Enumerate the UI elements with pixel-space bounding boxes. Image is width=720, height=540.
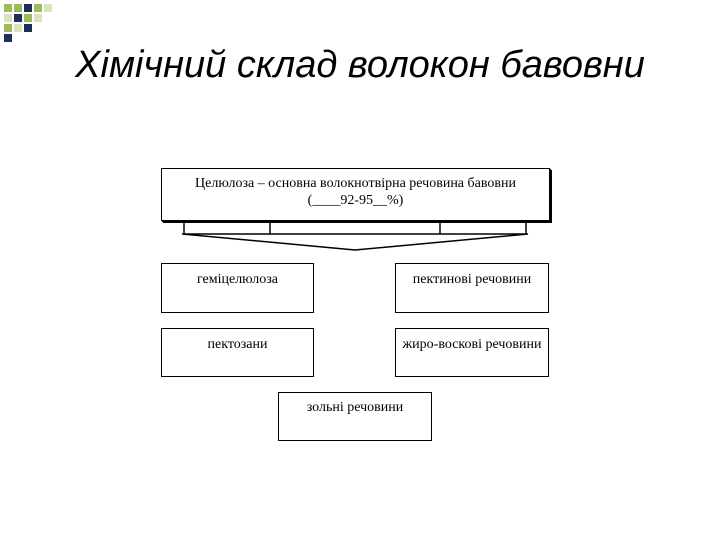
cellulose-label: Целюлоза – основна волокнотвірна речовин… [195,176,516,191]
slide-title: Хімічний склад волокон бавовни [75,44,645,86]
wax-box: жиро-воскові речовини [395,328,549,377]
corner-decoration [4,4,52,42]
decor-square [44,4,52,12]
pectin-box: пектинові речовини [395,263,549,313]
branch-arrow-shape [181,233,529,251]
hemicellulose-box: геміцелюлоза [161,263,314,313]
branch-arrow [181,221,529,251]
decor-square [14,24,22,32]
decor-square [4,34,12,42]
decor-square [4,24,12,32]
decor-square [4,4,12,12]
decor-square [4,14,12,22]
decor-square [34,14,42,22]
decor-square [24,24,32,32]
decor-square [24,4,32,12]
ash-box: зольні речовини [278,392,432,441]
pentosan-box: пектозани [161,328,314,377]
cellulose-percent: (____92-95__%) [307,193,404,208]
decor-square [34,4,42,12]
decor-square [14,14,22,22]
decor-square [14,4,22,12]
decor-square [24,14,32,22]
cellulose-box: Целюлоза – основна волокнотвірна речовин… [161,168,550,221]
